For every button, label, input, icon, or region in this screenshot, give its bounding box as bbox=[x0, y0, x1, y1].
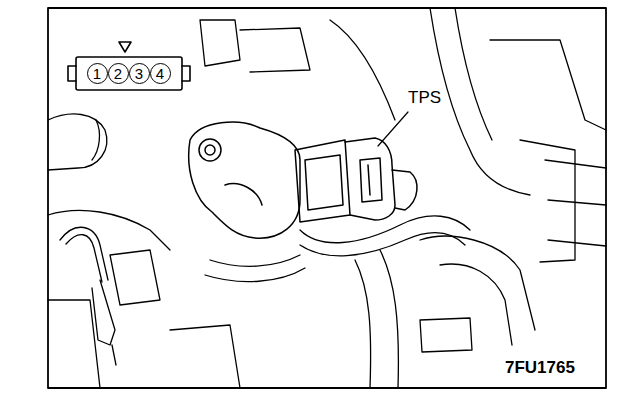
pin-label: 1 bbox=[93, 66, 101, 81]
figure-code: 7FU1765 bbox=[503, 358, 577, 377]
pin-number: 3 bbox=[129, 63, 150, 84]
leader-line bbox=[378, 112, 408, 146]
frame bbox=[48, 8, 606, 388]
engine-background bbox=[48, 8, 606, 388]
pin-label: 2 bbox=[114, 66, 122, 81]
pin-number: 1 bbox=[87, 63, 108, 84]
pin-number: 4 bbox=[150, 63, 171, 84]
pin-number: 2 bbox=[108, 63, 129, 84]
connector-icon bbox=[68, 42, 190, 90]
pin-label: 4 bbox=[156, 66, 164, 81]
tps-sensor bbox=[189, 122, 417, 238]
part-label: TPS bbox=[406, 88, 443, 107]
pin-label: 3 bbox=[135, 66, 143, 81]
